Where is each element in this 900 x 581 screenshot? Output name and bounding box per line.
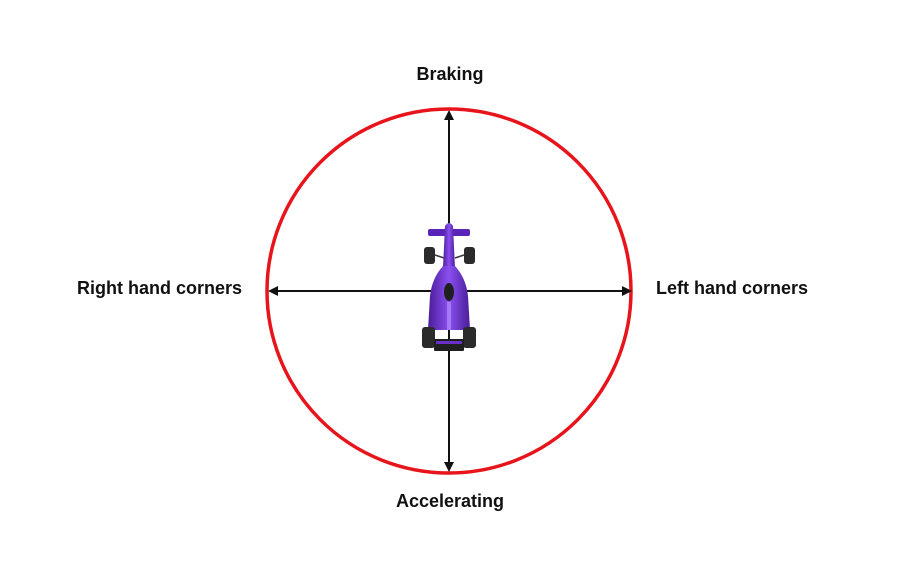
accelerating-label: Accelerating <box>395 491 505 511</box>
braking-label: Braking <box>416 64 484 84</box>
left-hand-corners-label: Left hand corners <box>656 278 809 298</box>
right-hand-corners-label: Right hand corners <box>76 278 242 298</box>
race-car-icon <box>422 223 476 351</box>
